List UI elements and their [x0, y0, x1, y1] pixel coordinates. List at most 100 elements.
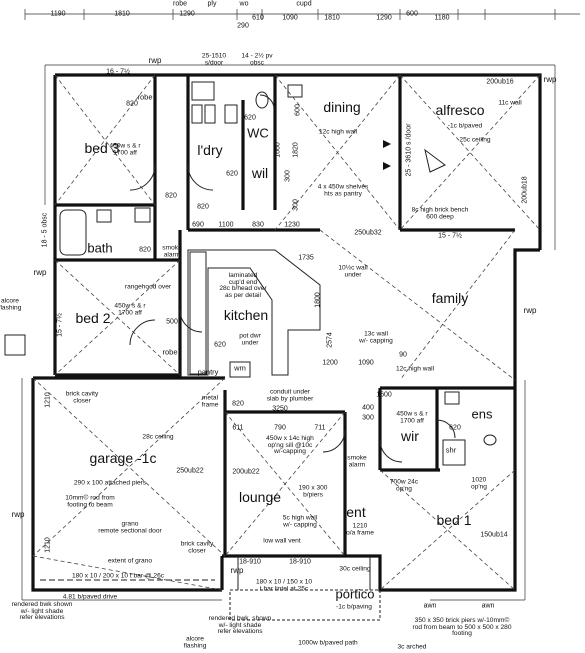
room-lounge: lounge	[238, 489, 282, 505]
note-arched: 3c arched	[397, 643, 427, 651]
dim-14: 300	[292, 199, 300, 211]
dim-28: 620	[449, 424, 461, 432]
note-driveway: 4.81 b/paved drive	[62, 593, 118, 601]
note-smoke-alarm-2: smoke alarm	[347, 454, 367, 468]
room-garage: garage -1c	[89, 450, 157, 466]
room-bath: bath	[87, 240, 113, 256]
dim-39: 200ub18	[521, 176, 529, 204]
dim-40: 18-910	[239, 558, 261, 566]
dim-21: 1600	[376, 391, 392, 399]
dim-top-4: 610	[252, 14, 264, 22]
room-dining: dining	[323, 99, 361, 115]
note-bed3-wardrobe: 450w s & r 1700 aff	[109, 142, 141, 156]
note-grano-door: grano remote sectional door	[98, 520, 162, 534]
dim-24: 711	[314, 424, 326, 432]
dim-36: 200ub22	[232, 468, 260, 476]
dim-top-3: 1290	[179, 10, 195, 18]
note-brick-cavity: brick cavity closer	[65, 390, 99, 404]
dim-26: 400	[362, 404, 374, 412]
note-family-wall: 10½c wall under	[338, 264, 368, 278]
dim-42: 2574	[326, 332, 334, 348]
dim-12: 500	[166, 318, 178, 326]
heading-robe: robe	[172, 0, 188, 8]
dim-44: 1800	[314, 292, 322, 308]
dim-25: 300	[362, 414, 374, 422]
room-wil: wil	[251, 165, 269, 181]
room-laundry: l'dry	[197, 142, 223, 158]
note-wir-wardrobe: 450w s & r 1700 aff	[396, 410, 428, 424]
dim-17: 1200	[322, 359, 338, 367]
dim-10: 820	[139, 246, 151, 254]
note-rwp-garage: rwp	[11, 510, 25, 519]
note-garage-ceiling: 28c ceiling	[142, 433, 174, 441]
room-entry: ent	[346, 504, 366, 520]
dim-5: 820	[197, 203, 209, 211]
dim-22: 611	[232, 424, 244, 432]
note-lounge-piers: 190 x 300 b/piers	[298, 484, 328, 498]
dim-11: 620	[214, 341, 226, 349]
note-attached-piers: 290 x 100 attached piers	[73, 479, 147, 487]
note-conduit: conduit under slab by plumber	[266, 388, 314, 402]
dim-top-6: 1810	[324, 14, 340, 22]
note-rwp-right: rwp	[543, 75, 557, 84]
note-lounge-opening: 450w x 14c high op'ng sill @10c w/-cappi…	[266, 435, 314, 456]
dim-top-8: 600	[406, 10, 418, 18]
note-bed1-opening: 700w 24c op'ng	[389, 478, 419, 492]
dim-34: 250ub32	[354, 229, 382, 237]
note-eaves-left: 18 - 5 obsc	[41, 212, 49, 248]
dim-35: 250ub22	[176, 467, 204, 475]
note-awn-2: awn	[481, 602, 495, 610]
dim-13: 300	[284, 170, 292, 182]
note-portico-lintel: 180 x 10 / 150 x 10 t bar lintel at 25c	[255, 578, 313, 592]
dim-3: 620	[244, 114, 256, 122]
heading-wo: wo	[239, 0, 249, 8]
note-high-wall: 12c high wall	[395, 365, 435, 373]
note-awn-1: awn	[423, 602, 437, 610]
dim-27: 90	[399, 351, 407, 359]
dim-9: 1230	[284, 221, 300, 229]
dim-31: 15 - 7½	[438, 232, 462, 240]
heading-ply: ply	[207, 0, 217, 8]
dim-19: 3250	[272, 405, 288, 413]
note-bed2-wardrobe: 450w s & r 1700 aff	[114, 302, 146, 316]
note-sliding-door: 25-1510 s/door	[201, 52, 227, 66]
room-pantry: pantry	[197, 367, 219, 377]
dim-top-1: 1190	[50, 10, 66, 18]
dim-29: 1210	[44, 392, 52, 408]
note-paved-path: 1000w b/paved path	[298, 639, 358, 647]
note-entry-frame: 1210 o/a frame	[346, 522, 374, 536]
note-smoke-alarm-1: smoke alarm	[162, 244, 182, 258]
note-pier-beam: 350 x 350 brick piers w/-10mm© rod from …	[412, 617, 512, 638]
note-rwp-portico: rwp	[230, 566, 244, 575]
note-wall-capping: 13c wall w/- capping	[359, 330, 393, 344]
note-pv-obsc: 14 - 2½ pv obsc	[241, 52, 273, 66]
dim-top-10: 290	[237, 22, 249, 30]
note-rangehood: rangehood over	[124, 283, 172, 291]
dim-30: 1210	[44, 537, 52, 553]
note-alcore-flashing: alcore flashing	[183, 635, 207, 649]
room-family: family	[431, 290, 469, 306]
room-wir: wir	[401, 428, 419, 444]
dim-top-9: 1180	[434, 14, 450, 22]
dim-41: 18-910	[289, 558, 311, 566]
note-bed1-opening-2: 1020 op'ng	[471, 476, 487, 490]
note-alfresco-ceiling: 25c ceiling	[459, 136, 491, 144]
room-robe-bed3: robe	[137, 92, 153, 102]
note-metal-frame: metal frame	[201, 394, 219, 408]
dim-2: 820	[165, 192, 177, 200]
dim-top-7: 1290	[376, 14, 392, 22]
note-alcore-left: alcore flashing	[0, 297, 22, 311]
note-dining-wall: 12c high wall	[318, 128, 358, 136]
room-shower: shr	[445, 445, 457, 455]
room-alfresco: alfresco	[435, 102, 485, 118]
dim-45: 1660	[274, 142, 282, 158]
note-rendered-bwk-left: rendered bwk shown w/- light shade refer…	[11, 601, 73, 622]
dim-18: 1090	[358, 359, 374, 367]
dim-20: 820	[232, 400, 244, 408]
note-extent-grano: extent of grano	[108, 557, 152, 565]
dim-38: 200ub16	[486, 78, 514, 86]
dim-43: 1735	[298, 254, 314, 262]
room-portico: portico	[335, 586, 375, 602]
note-low-wall-vent: low wall vent	[263, 537, 301, 545]
